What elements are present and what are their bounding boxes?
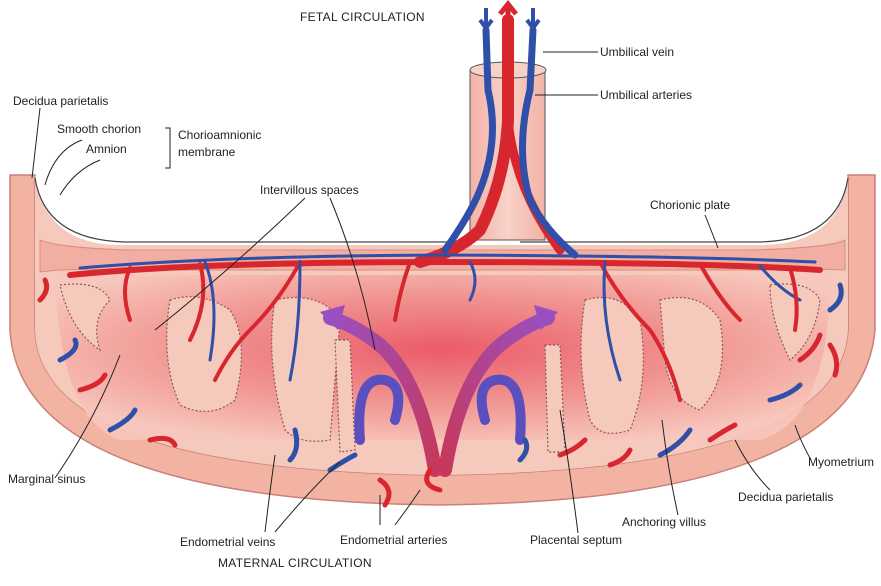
umbilical-arteries-label: Umbilical arteries bbox=[600, 88, 692, 102]
chorioamnionic-membrane-label-line2: membrane bbox=[178, 145, 235, 159]
placental-septum-label: Placental septum bbox=[530, 533, 622, 547]
decidua-parietalis-top-label: Decidua parietalis bbox=[13, 94, 108, 108]
amniotic-surface bbox=[35, 178, 470, 242]
umbilical-vein-label: Umbilical vein bbox=[600, 45, 674, 59]
amnion-label: Amnion bbox=[86, 142, 127, 156]
chorionic-plate-label: Chorionic plate bbox=[650, 198, 730, 212]
smooth-chorion-label: Smooth chorion bbox=[57, 122, 141, 136]
marginal-sinus-label: Marginal sinus bbox=[8, 472, 85, 486]
anchoring-villus-label: Anchoring villus bbox=[622, 515, 706, 529]
decidua-parietalis-right-label: Decidua parietalis bbox=[738, 490, 833, 504]
myometrium-label: Myometrium bbox=[808, 455, 874, 469]
chorioamnionic-membrane-label-line1: Chorioamnionic bbox=[178, 128, 261, 142]
maternal-circulation-label: MATERNAL CIRCULATION bbox=[218, 556, 372, 570]
fetal-flow-arrow-down-left bbox=[480, 8, 492, 28]
endometrial-arteries-label: Endometrial arteries bbox=[340, 533, 447, 547]
fetal-circulation-label: FETAL CIRCULATION bbox=[300, 10, 425, 24]
fetal-flow-arrow-down-right bbox=[527, 8, 539, 28]
intervillous-spaces-label: Intervillous spaces bbox=[260, 183, 359, 197]
endometrial-veins-label: Endometrial veins bbox=[180, 535, 275, 549]
